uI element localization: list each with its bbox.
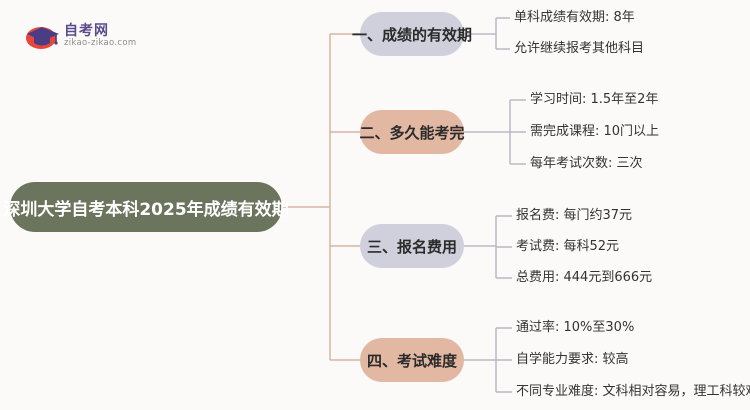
leaf-course-count: 需完成课程: 10门以上 bbox=[530, 124, 660, 139]
central-topic[interactable]: 深圳大学自考本科2025年成绩有效期 bbox=[3, 182, 289, 232]
trunk-connectors bbox=[282, 33, 360, 361]
site-logo[interactable]: 自考网 zikao-zikao.com bbox=[24, 18, 164, 54]
leaf-registration-fee: 报名费: 每门约37元 bbox=[516, 208, 633, 223]
leaf-major-difficulty: 不同专业难度: 文科相对容易，理工科较难 bbox=[516, 384, 750, 399]
leaf-study-time: 学习时间: 1.5年至2年 bbox=[530, 92, 659, 107]
branch-fees[interactable]: 三、报名费用 bbox=[360, 224, 464, 268]
leaf-self-study-requirement: 自学能力要求: 较高 bbox=[516, 352, 629, 367]
leaf-total-fee: 总费用: 444元到666元 bbox=[516, 270, 653, 285]
logo-subtitle: zikao-zikao.com bbox=[64, 38, 137, 48]
leaf-continue-registration: 允许继续报考其他科目 bbox=[514, 41, 645, 56]
branch-validity[interactable]: 一、成绩的有效期 bbox=[352, 12, 472, 56]
branch-difficulty[interactable]: 四、考试难度 bbox=[360, 338, 464, 382]
leaf-single-subject-validity: 单科成绩有效期: 8年 bbox=[514, 10, 635, 25]
logo-title: 自考网 bbox=[64, 23, 109, 39]
leaf-exams-per-year: 每年考试次数: 三次 bbox=[530, 156, 643, 171]
leaf-pass-rate: 通过率: 10%至30% bbox=[516, 320, 635, 335]
graduation-cap-icon bbox=[26, 27, 59, 49]
leaf-connectors bbox=[464, 17, 526, 393]
branch-duration[interactable]: 二、多久能考完 bbox=[360, 110, 465, 154]
leaf-exam-fee: 考试费: 每科52元 bbox=[516, 239, 620, 254]
